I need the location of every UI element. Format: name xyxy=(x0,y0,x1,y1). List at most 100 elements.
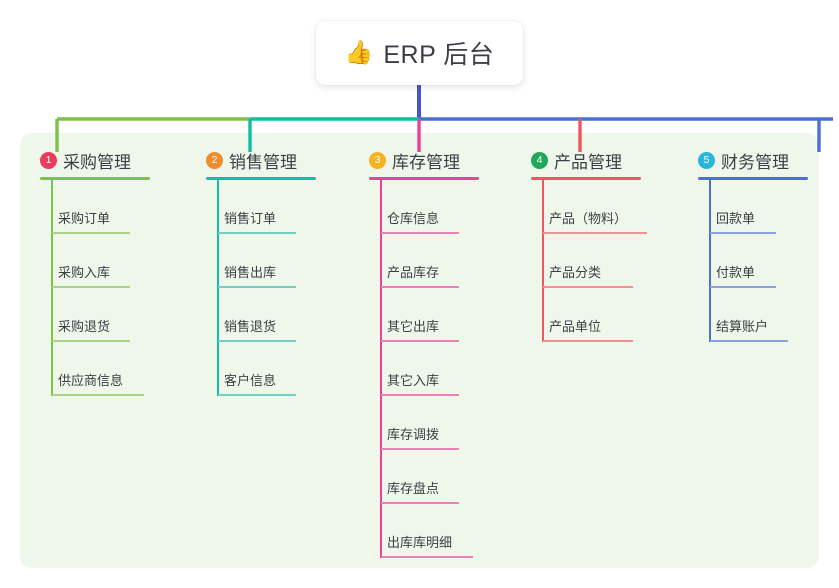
branch-item[interactable]: 出库库明细 xyxy=(369,504,479,558)
branch-item[interactable]: 库存调拨 xyxy=(369,396,479,450)
branch-4: 4 产品管理产品（物料） 产品分类产品单位 xyxy=(531,148,647,342)
branch-underline xyxy=(698,177,808,180)
branch-1: 1 采购管理采购订单采购入库采购退货供应商信息 xyxy=(40,148,150,396)
root-node-content: 👍 ERP 后台 xyxy=(345,35,495,71)
branch-item-label: 采购退货 xyxy=(58,319,111,334)
branch-item-label: 结算账户 xyxy=(716,319,769,334)
branch-item-underline xyxy=(218,286,296,288)
branch-spine xyxy=(542,180,544,342)
branch-spine xyxy=(380,180,382,558)
branch-number-badge: 2 xyxy=(206,151,223,169)
branch-items: 销售订单销售出库销售退货客户信息 xyxy=(206,180,316,396)
branch-number-badge: 1 xyxy=(40,151,57,169)
branch-item[interactable]: 供应商信息 xyxy=(40,342,150,396)
branch-underline xyxy=(206,177,316,180)
branch-item-label: 产品（物料） xyxy=(549,211,628,226)
branch-header-5[interactable]: 5 财务管理 xyxy=(698,148,808,172)
branch-title: 产品管理 xyxy=(554,152,622,172)
branch-item[interactable]: 产品（物料） xyxy=(531,180,647,234)
branch-number-badge: 5 xyxy=(698,151,715,169)
branch-item-label: 销售订单 xyxy=(224,211,277,226)
branch-item-label: 产品分类 xyxy=(549,265,602,280)
branch-item-label: 销售退货 xyxy=(224,319,277,334)
branch-item[interactable]: 结算账户 xyxy=(698,288,808,342)
branch-item[interactable]: 其它出库 xyxy=(369,288,479,342)
branch-2: 2 销售管理销售订单销售出库销售退货客户信息 xyxy=(206,148,316,396)
branches-panel xyxy=(20,133,819,568)
branch-item[interactable]: 回款单 xyxy=(698,180,808,234)
branch-item-label: 库存调拨 xyxy=(387,427,440,442)
branch-item-underline xyxy=(52,286,130,288)
branch-item[interactable]: 库存盘点 xyxy=(369,450,479,504)
branch-item-label: 出库库明细 xyxy=(387,535,453,550)
branch-item-underline xyxy=(52,340,130,342)
branch-item-underline xyxy=(381,232,459,234)
branch-items: 仓库信息产品库存其它出库其它入库库存调拨库存盘点出库库明细 xyxy=(369,180,479,558)
branch-item-label: 其它出库 xyxy=(387,319,440,334)
branch-item-label: 销售出库 xyxy=(224,265,277,280)
branch-item-underline xyxy=(710,286,776,288)
branch-5: 5 财务管理回款单付款单结算账户 xyxy=(698,148,808,342)
branch-item[interactable]: 销售退货 xyxy=(206,288,316,342)
branch-item-label: 采购入库 xyxy=(58,265,111,280)
branch-items: 回款单付款单结算账户 xyxy=(698,180,808,342)
branch-item-underline xyxy=(381,502,459,504)
branch-item-underline xyxy=(543,340,633,342)
branch-item[interactable]: 产品库存 xyxy=(369,234,479,288)
branch-title: 财务管理 xyxy=(721,152,789,172)
branch-item-label: 其它入库 xyxy=(387,373,440,388)
root-node[interactable]: 👍 ERP 后台 xyxy=(316,21,523,85)
branch-item-underline xyxy=(543,286,633,288)
branch-items: 采购订单采购入库采购退货供应商信息 xyxy=(40,180,150,396)
branch-item[interactable]: 其它入库 xyxy=(369,342,479,396)
branch-item-underline xyxy=(710,232,776,234)
branch-item-label: 回款单 xyxy=(716,211,756,226)
branch-underline xyxy=(40,177,150,180)
branch-item[interactable]: 销售订单 xyxy=(206,180,316,234)
branch-item[interactable]: 采购入库 xyxy=(40,234,150,288)
branch-title: 库存管理 xyxy=(392,152,460,172)
branch-item[interactable]: 采购订单 xyxy=(40,180,150,234)
branch-item-underline xyxy=(543,232,647,234)
branch-spine xyxy=(217,180,219,396)
branch-header-2[interactable]: 2 销售管理 xyxy=(206,148,316,172)
branch-item[interactable]: 仓库信息 xyxy=(369,180,479,234)
branch-items: 产品（物料） 产品分类产品单位 xyxy=(531,180,647,342)
branch-item-label: 产品库存 xyxy=(387,265,440,280)
branch-item[interactable]: 产品单位 xyxy=(531,288,641,342)
branch-item-underline xyxy=(52,232,130,234)
branch-header-1[interactable]: 1 采购管理 xyxy=(40,148,150,172)
branch-underline xyxy=(369,177,479,180)
branch-item-label: 采购订单 xyxy=(58,211,111,226)
branch-item[interactable]: 客户信息 xyxy=(206,342,316,396)
branch-item-label: 库存盘点 xyxy=(387,481,440,496)
branch-title: 销售管理 xyxy=(229,152,297,172)
branch-item-underline xyxy=(381,340,459,342)
thumbs-up-icon: 👍 xyxy=(344,39,374,66)
branch-item-label: 付款单 xyxy=(716,265,756,280)
branch-item-underline xyxy=(710,340,788,342)
branch-item-label: 产品单位 xyxy=(549,319,602,334)
branch-item-underline xyxy=(381,394,459,396)
branch-item[interactable]: 产品分类 xyxy=(531,234,641,288)
branch-underline xyxy=(531,177,641,180)
branch-item-underline xyxy=(52,394,144,396)
branch-item-label: 仓库信息 xyxy=(387,211,440,226)
branch-item-underline xyxy=(218,340,296,342)
branch-spine xyxy=(51,180,53,396)
branch-number-badge: 4 xyxy=(531,151,548,169)
branch-item-label: 客户信息 xyxy=(224,373,277,388)
branch-item-underline xyxy=(218,394,296,396)
branch-item[interactable]: 付款单 xyxy=(698,234,808,288)
branch-item-label: 供应商信息 xyxy=(58,373,124,388)
branch-item[interactable]: 销售出库 xyxy=(206,234,316,288)
branch-title: 采购管理 xyxy=(63,152,131,172)
branch-item[interactable]: 采购退货 xyxy=(40,288,150,342)
root-title: ERP 后台 xyxy=(383,41,495,69)
branch-item-underline xyxy=(381,448,459,450)
branch-header-4[interactable]: 4 产品管理 xyxy=(531,148,641,172)
